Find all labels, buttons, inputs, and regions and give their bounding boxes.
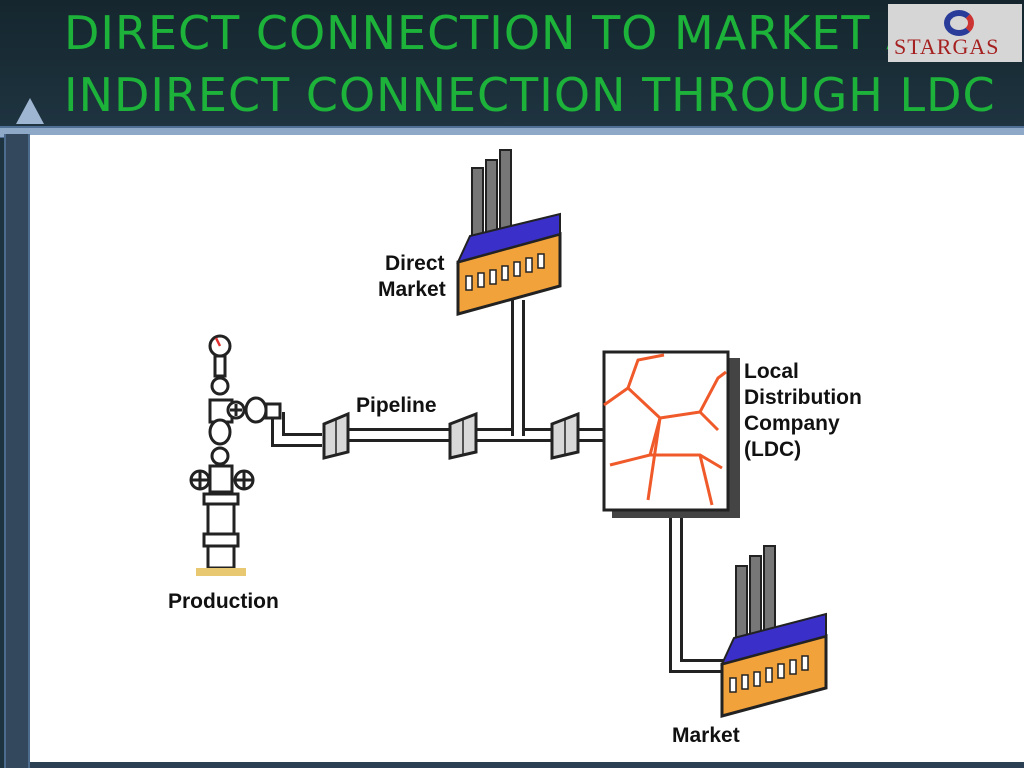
gas-distribution-diagram: Direct Market Pipeline Local Distributio…: [168, 149, 862, 747]
label-direct-line2: Market: [378, 278, 446, 301]
logo-text: STARGAS: [894, 34, 1000, 59]
direct-market-branch: [511, 300, 525, 436]
footer-bar: [30, 762, 1024, 768]
triangle-ornament-icon: [16, 98, 44, 124]
left-side-bar: [4, 134, 30, 768]
label-direct-line1: Direct: [385, 252, 445, 275]
slide-header: DIRECT CONNECTION TO MARKET AND INDIRECT…: [0, 0, 1024, 128]
compressor-2: [448, 411, 478, 460]
ldc-map-icon: [602, 350, 740, 518]
slide-title: DIRECT CONNECTION TO MARKET AND INDIRECT…: [64, 2, 996, 126]
company-logo: STARGAS: [888, 4, 1022, 62]
title-line-2: INDIRECT CONNECTION THROUGH LDC: [64, 68, 996, 122]
market-factory-icon: [720, 545, 828, 718]
direct-market-factory-icon: [456, 149, 562, 316]
title-line-1: DIRECT CONNECTION TO MARKET AND: [64, 6, 991, 60]
compressor-3: [550, 411, 580, 460]
wellhead-icon: [189, 334, 282, 576]
label-ldc-line2: Distribution: [744, 386, 862, 409]
diagram-panel: Direct Market Pipeline Local Distributio…: [30, 135, 1024, 762]
label-ldc-line1: Local: [744, 360, 799, 383]
label-production: Production: [168, 590, 279, 613]
label-pipeline: Pipeline: [356, 394, 437, 417]
ldc-market-line: [669, 512, 726, 673]
compressor-1: [322, 411, 350, 460]
label-ldc-line4: (LDC): [744, 438, 801, 461]
label-ldc-line3: Company: [744, 412, 840, 435]
logo-swirl-icon: [944, 10, 974, 36]
label-market: Market: [672, 724, 740, 747]
